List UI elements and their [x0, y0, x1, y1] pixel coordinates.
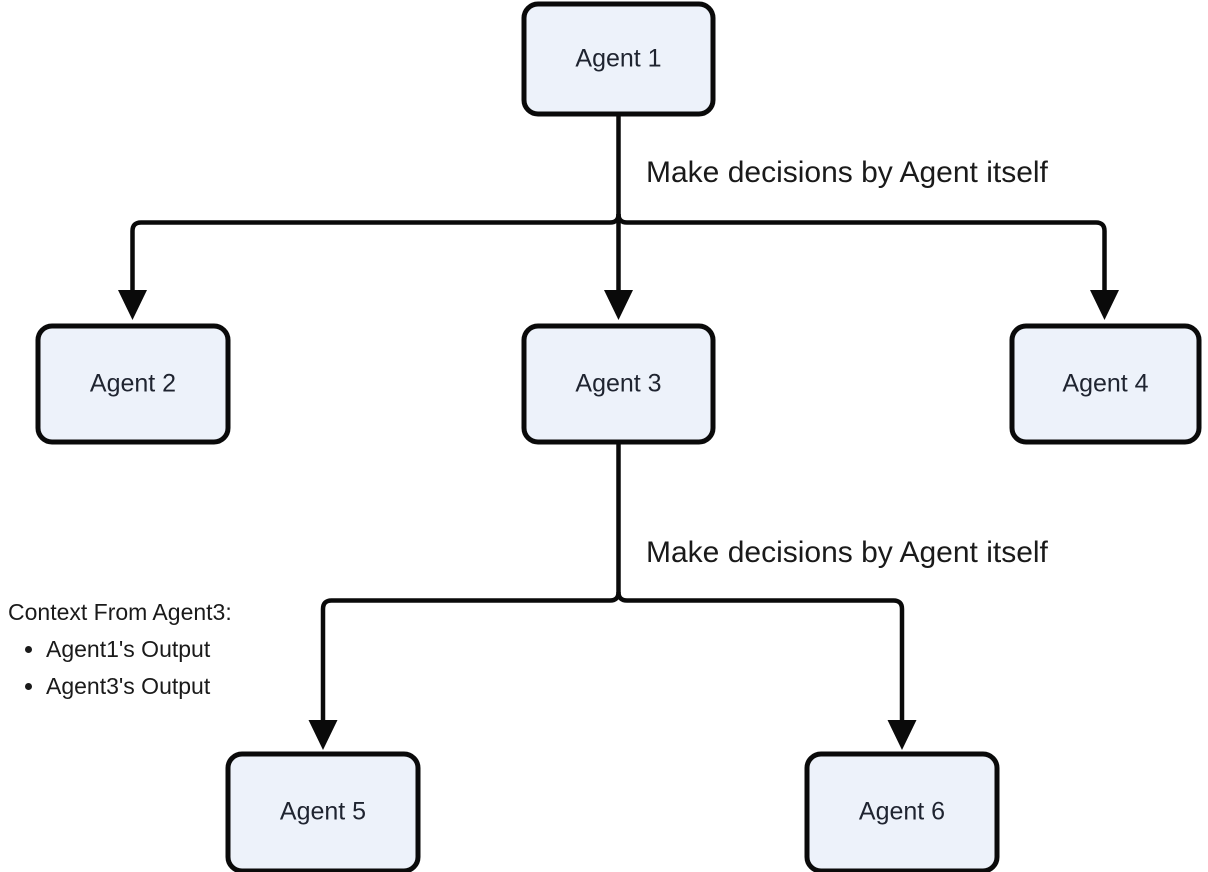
edge-label-agent1-children: Make decisions by Agent itself [646, 156, 1048, 189]
node-agent6[interactable]: Agent 6 [804, 751, 1000, 872]
edge-agent1-to-agent4 [616, 213, 1107, 296]
context-note-list: Agent1's Output Agent3's Output [8, 631, 338, 706]
node-agent1-box[interactable] [521, 1, 716, 117]
edge-agent3-to-agent6 [616, 591, 905, 726]
node-agent5-label: Agent 5 [280, 798, 366, 826]
node-agent5-box[interactable] [225, 751, 421, 872]
context-note-item: Agent3's Output [46, 668, 338, 705]
arrowhead-agent6 [887, 720, 917, 750]
edge-agent1-to-agent2 [130, 213, 621, 296]
node-agent4-box[interactable] [1009, 323, 1202, 445]
arrowhead-agent2 [118, 290, 147, 320]
edge-agent3-to-agent5 [320, 591, 621, 726]
node-agent3[interactable]: Agent 3 [521, 323, 716, 445]
context-note-title: Context From Agent3: [8, 599, 232, 625]
node-agent6-box[interactable] [804, 751, 1000, 872]
node-agent6-label: Agent 6 [859, 798, 945, 826]
node-agent3-box[interactable] [521, 323, 716, 445]
node-agent4-label: Agent 4 [1062, 370, 1148, 398]
node-agent3-label: Agent 3 [575, 370, 661, 398]
arrowhead-agent5 [308, 720, 338, 750]
node-agent2-box[interactable] [35, 323, 231, 445]
context-note-item: Agent1's Output [46, 631, 338, 668]
node-agent1-label: Agent 1 [575, 45, 661, 73]
edge-label-agent3-children: Make decisions by Agent itself [646, 536, 1048, 569]
node-agent2[interactable]: Agent 2 [35, 323, 231, 445]
node-agent4[interactable]: Agent 4 [1009, 323, 1202, 445]
node-agent1[interactable]: Agent 1 [521, 1, 716, 117]
arrowhead-agent3 [604, 290, 633, 320]
node-agent2-label: Agent 2 [90, 370, 176, 398]
arrowhead-agent4 [1090, 290, 1119, 320]
node-agent5[interactable]: Agent 5 [225, 751, 421, 872]
context-note: Context From Agent3: Agent1's Output Age… [8, 598, 338, 705]
